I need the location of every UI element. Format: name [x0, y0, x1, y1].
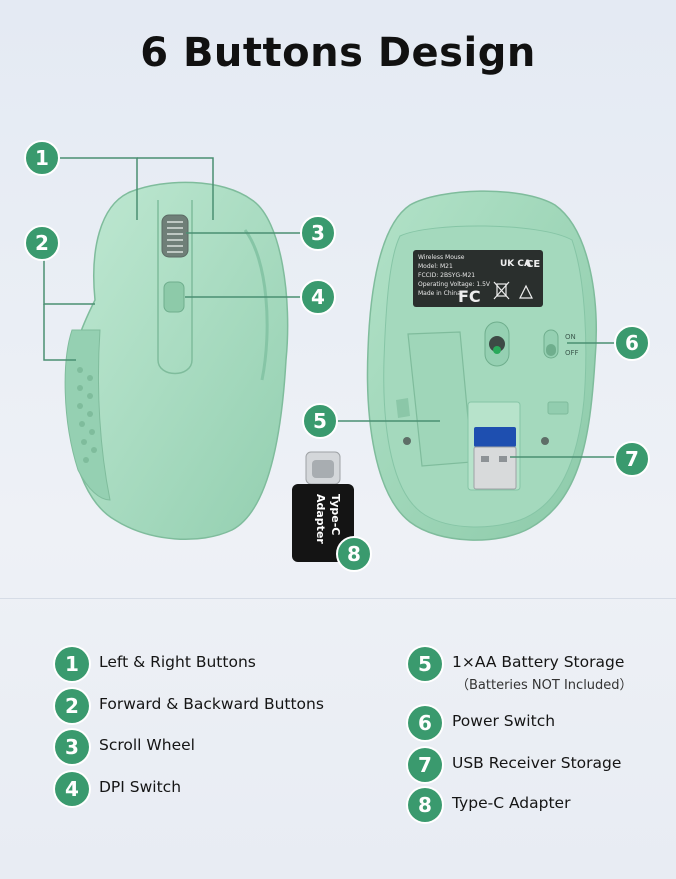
legend-item-5: 5 1×AA Battery Storage （Batteries NOT In… — [408, 647, 633, 693]
adapter-text-line-2: Adapter — [314, 494, 327, 544]
switch-on-label: ON — [565, 333, 576, 341]
svg-text:2: 2 — [35, 231, 49, 255]
legend-item-6: 6 Power Switch — [408, 706, 555, 740]
type-c-adapter-graphic: Type-C Adapter — [292, 451, 354, 562]
recycle-icon — [519, 284, 533, 299]
label-line-1: Wireless Mouse — [418, 254, 465, 261]
section-divider — [0, 598, 676, 599]
callout-1: 1 — [24, 140, 60, 176]
legend-number: 4 — [55, 772, 89, 806]
svg-text:1: 1 — [35, 146, 49, 170]
fc-mark: FC — [458, 287, 481, 306]
svg-text:8: 8 — [347, 542, 361, 566]
legend-item-7: 7 USB Receiver Storage — [408, 748, 621, 782]
callout-4: 4 — [300, 279, 336, 315]
legend-label: Power Switch — [452, 712, 556, 730]
label-line-2: Model: M21 — [418, 263, 453, 270]
svg-text:6: 6 — [625, 331, 639, 355]
mouse-top-view — [64, 181, 289, 541]
label-line-4: Operating Voltage: 1.5V — [418, 281, 491, 288]
weee-bin-icon — [493, 281, 510, 300]
legend-item-2: 2 Forward & Backward Buttons — [55, 689, 324, 723]
legend-number: 6 — [408, 706, 442, 740]
legend-label: Type-C Adapter — [452, 794, 571, 812]
label-line-5: Made in China — [418, 290, 461, 297]
svg-text:4: 4 — [311, 285, 325, 309]
mouse-bottom-view: Wireless Mouse Model: M21 FCCID: 2BSYG-M… — [366, 190, 597, 541]
legend-label: 1×AA Battery Storage — [452, 653, 625, 671]
legend-label: Left & Right Buttons — [99, 653, 256, 671]
callout-6: 6 — [614, 325, 650, 361]
legend-number: 3 — [55, 730, 89, 764]
legend-label: Forward & Backward Buttons — [99, 695, 324, 713]
legend-number: 5 — [408, 647, 442, 681]
legend-number: 2 — [55, 689, 89, 723]
legend-item-4: 4 DPI Switch — [55, 772, 181, 806]
legend-item-3: 3 Scroll Wheel — [55, 730, 195, 764]
label-line-3: FCCID: 2BSYG-M21 — [418, 272, 475, 279]
legend-item-8: 8 Type-C Adapter — [408, 788, 570, 822]
svg-text:7: 7 — [625, 447, 639, 471]
svg-text:3: 3 — [311, 221, 325, 245]
page-title: 6 Buttons Design — [140, 30, 536, 76]
ukca-mark: UK CA — [500, 259, 531, 269]
callout-8: 8 — [336, 536, 372, 572]
legend-label: DPI Switch — [99, 778, 182, 796]
legend-number: 7 — [408, 748, 442, 782]
product-illustration: Wireless Mouse Model: M21 FCCID: 2BSYG-M… — [24, 140, 650, 572]
callout-2: 2 — [24, 225, 60, 261]
switch-off-label: OFF — [565, 349, 579, 357]
legend-sublabel: （Batteries NOT Included） — [456, 678, 633, 693]
callout-3: 3 — [300, 215, 336, 251]
legend-number: 8 — [408, 788, 442, 822]
adapter-text-line-1: Type-C — [329, 494, 342, 535]
legend-label: Scroll Wheel — [99, 736, 195, 754]
leader-lines — [43, 157, 615, 458]
legend-label: USB Receiver Storage — [452, 754, 622, 772]
callout-5: 5 — [302, 403, 338, 439]
svg-text:5: 5 — [313, 409, 327, 433]
ce-mark: CE — [526, 259, 540, 270]
callout-7: 7 — [614, 441, 650, 477]
legend-item-1: 1 Left & Right Buttons — [55, 647, 256, 681]
legend-number: 1 — [55, 647, 89, 681]
